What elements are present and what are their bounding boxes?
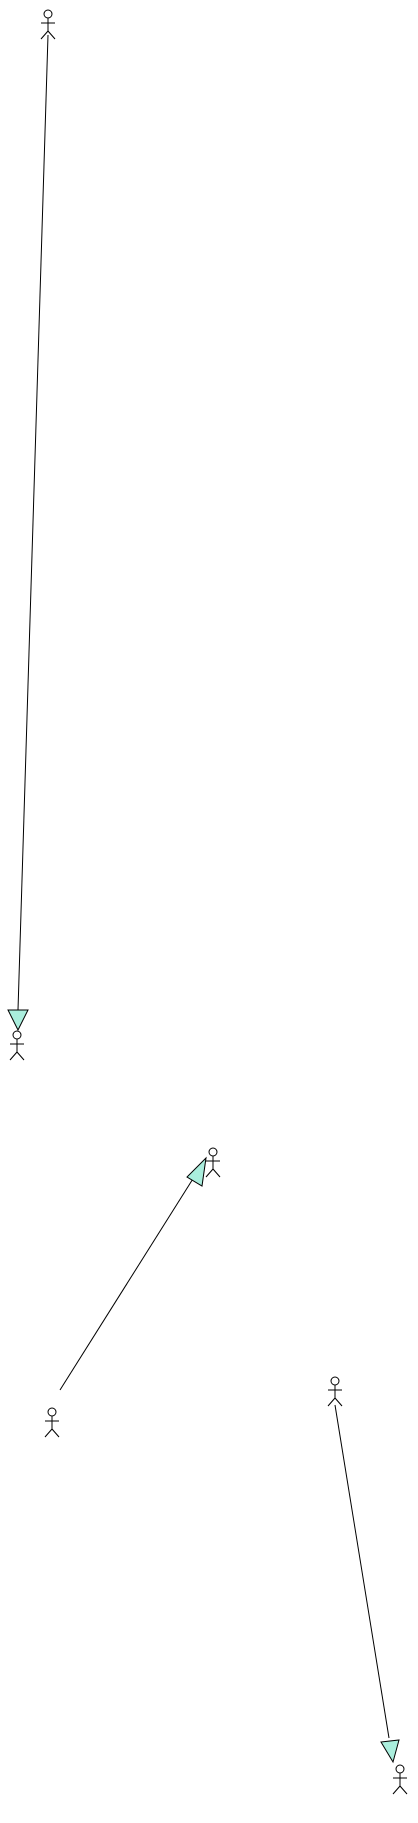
- edge-2-arrowhead: [186, 1156, 207, 1187]
- edge-1-line: [17, 34, 49, 1011]
- edge-1-arrowhead: [7, 1009, 29, 1032]
- edge-2-line: [59, 1173, 197, 1391]
- edge-3-arrowhead: [380, 1739, 400, 1764]
- actor-6-head-icon: [395, 1764, 405, 1774]
- actor-5-head-icon: [330, 1376, 340, 1386]
- actor-3-head-icon: [208, 1147, 218, 1157]
- actor-1-head-icon: [43, 9, 53, 19]
- actor-4-head-icon: [47, 1407, 57, 1417]
- actor-2-head-icon: [12, 1030, 22, 1040]
- actor-2[interactable]: [9, 1030, 25, 1061]
- edge-3-line: [334, 1404, 390, 1739]
- generalization-edge-3[interactable]: [334, 1404, 400, 1764]
- generalization-edge-1[interactable]: [7, 34, 49, 1032]
- actor-1[interactable]: [40, 9, 56, 40]
- actor-3[interactable]: [205, 1147, 221, 1178]
- generalization-edge-2[interactable]: [59, 1156, 207, 1391]
- actor-6[interactable]: [392, 1764, 408, 1795]
- actor-4[interactable]: [44, 1407, 60, 1438]
- actor-5[interactable]: [327, 1376, 343, 1407]
